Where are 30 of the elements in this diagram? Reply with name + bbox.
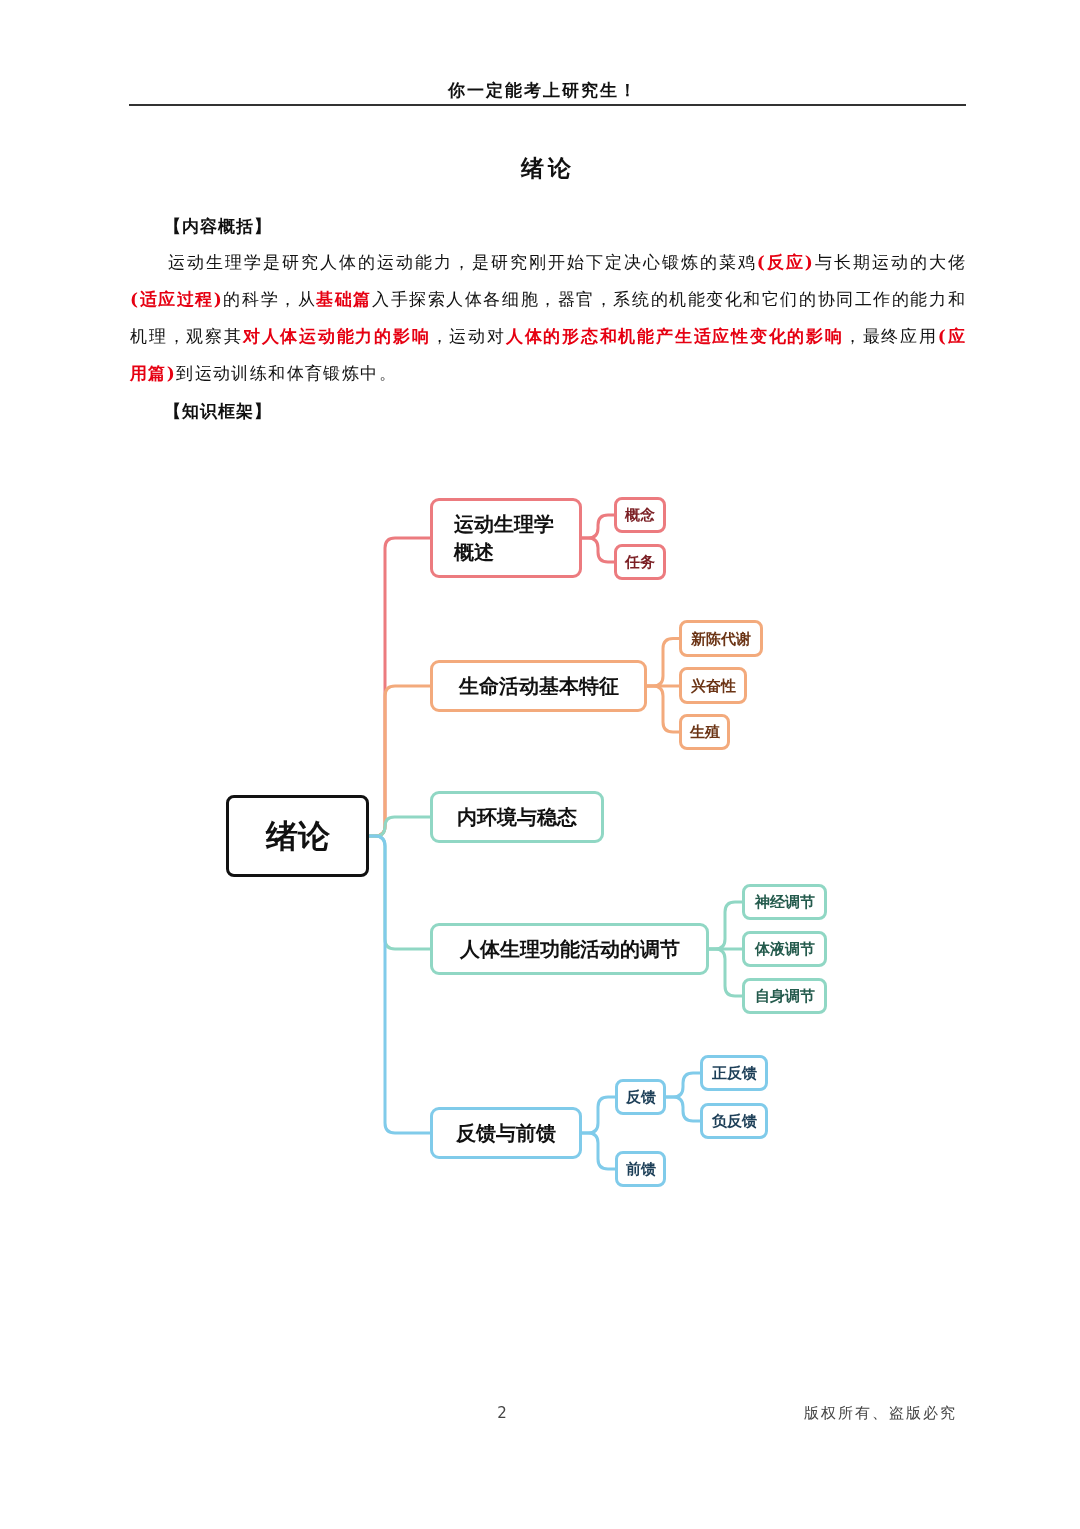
connector-line — [369, 834, 430, 1135]
connector-line — [666, 1095, 700, 1123]
page-number: 2 — [497, 1403, 507, 1423]
topic-box: 反馈与前馈 — [430, 1107, 582, 1159]
subtopic-box: 兴奋性 — [679, 667, 747, 704]
topic-box: 生命活动基本特征 — [430, 660, 647, 712]
subtopic-box: 负反馈 — [700, 1103, 768, 1139]
subtopic-box: 神经调节 — [742, 884, 827, 920]
root-box: 绪论 — [226, 795, 369, 877]
subtopic-box: 自身调节 — [742, 978, 827, 1014]
topic-box: 人体生理功能活动的调节 — [430, 923, 709, 975]
subtopic-box: 概念 — [614, 497, 666, 533]
subtopic-box: 新陈代谢 — [679, 620, 763, 657]
footer-text: 版权所有、盗版必究 — [804, 1403, 957, 1423]
subtopic-box: 反馈 — [615, 1079, 666, 1115]
connector-line — [582, 536, 614, 564]
subtopic-box: 正反馈 — [700, 1055, 768, 1091]
connector-line — [647, 684, 679, 734]
subtopic-box: 任务 — [614, 544, 666, 580]
paragraph: 运动生理学是研究人体的运动能力，是研究刚开始下定决心锻炼的菜鸡(反应)与长期运动的大佬(适应过程)的科学，从基础篇入手探索人体各细胞，器官，系统的机能变化和它们的协同工作的能力和机理，观察其对人体运动能力的影响，运动对人体的形态和机能产生适应性变化的影响，最终应用(应用篇)到运动训练和体育锻炼中。 — [130, 251, 966, 385]
connector-line — [709, 947, 742, 998]
topic-box: 运动生理学概述 — [430, 498, 582, 578]
section-heading: 【知识框架】 — [164, 400, 272, 423]
subtopic-box: 生殖 — [679, 714, 730, 750]
section-heading: 【内容概括】 — [164, 215, 272, 238]
subtopic-box: 体液调节 — [742, 931, 827, 967]
header-text: 你一定能考上研究生！ — [448, 79, 638, 102]
page-title: 绪论 — [521, 153, 575, 183]
topic-box: 内环境与稳态 — [430, 791, 604, 843]
subtopic-box: 前馈 — [615, 1151, 666, 1187]
